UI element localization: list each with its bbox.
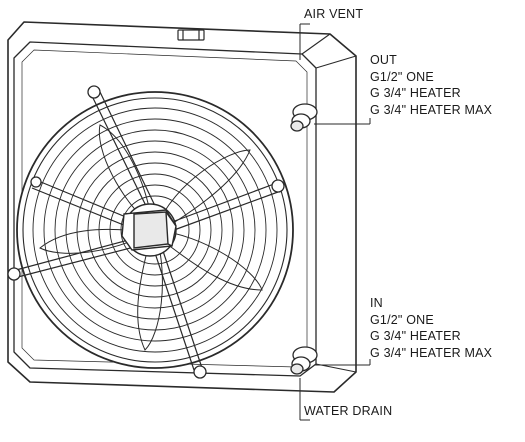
in-title: IN bbox=[370, 296, 383, 310]
fan-assembly bbox=[7, 85, 294, 379]
out-pipe-fitting bbox=[290, 103, 318, 132]
fan-ring-inner bbox=[22, 97, 288, 363]
in-spec-line: G1/2" ONE bbox=[370, 312, 434, 327]
water-drain-label: WATER DRAIN bbox=[304, 404, 393, 418]
fan-bolts bbox=[7, 85, 285, 379]
fan-struts bbox=[13, 91, 279, 371]
out-spec-line: G 3/4" HEATER MAX bbox=[370, 102, 493, 117]
out-spec-line: G1/2" ONE bbox=[370, 69, 434, 84]
in-spec-line: G 3/4" HEATER MAX bbox=[370, 345, 493, 360]
fan-grille bbox=[32, 107, 278, 353]
air-vent-label: AIR VENT bbox=[304, 7, 364, 21]
in-spec-line: G 3/4" HEATER bbox=[370, 329, 461, 343]
leader-lines bbox=[299, 23, 371, 421]
out-title: OUT bbox=[370, 53, 397, 67]
air-vent-bracket bbox=[177, 29, 205, 41]
out-spec-line: G 3/4" HEATER bbox=[370, 86, 461, 100]
in-connection-block: IN G1/2" ONE G 3/4" HEATER G 3/4" HEATER… bbox=[370, 295, 492, 361]
motor-hub bbox=[121, 203, 177, 257]
in-pipe-fitting bbox=[290, 346, 318, 375]
out-connection-block: OUT G1/2" ONE G 3/4" HEATER G 3/4" HEATE… bbox=[370, 52, 492, 118]
